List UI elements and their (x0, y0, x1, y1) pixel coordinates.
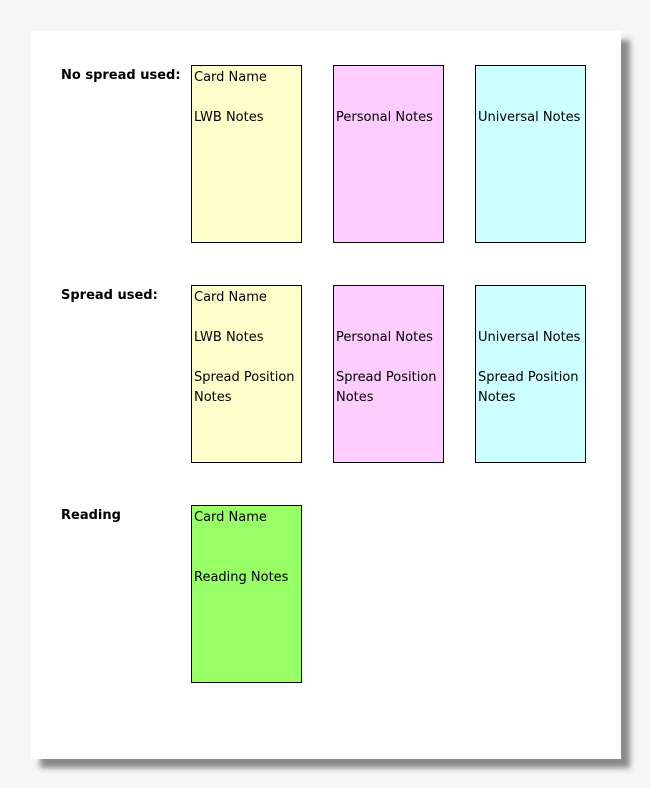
page: No spread used: Card Name LWB Notes Pers… (31, 31, 621, 759)
universal-notes-text: Universal Notes (478, 330, 581, 345)
lwb-notes-text: LWB Notes (194, 330, 264, 345)
card-no-spread-lwb: Card Name LWB Notes (191, 65, 302, 243)
row-label-reading: Reading (61, 508, 121, 523)
row-label-spread: Spread used: (61, 288, 158, 303)
spread-position-notes-text: Spread Position Notes (336, 370, 437, 405)
card-name-text: Card Name (194, 70, 267, 85)
card-name-text: Card Name (194, 290, 267, 305)
reading-notes-text: Reading Notes (194, 570, 289, 585)
universal-notes-text: Universal Notes (478, 110, 581, 125)
spread-position-notes-text: Spread Position Notes (478, 370, 579, 405)
spread-position-notes-text: Spread Position Notes (194, 370, 295, 405)
lwb-notes-text: LWB Notes (194, 110, 264, 125)
personal-notes-text: Personal Notes (336, 110, 433, 125)
card-reading: Card Name Reading Notes (191, 505, 302, 683)
card-no-spread-personal: Personal Notes (333, 65, 444, 243)
card-spread-personal: Personal Notes Spread Position Notes (333, 285, 444, 463)
card-name-text: Card Name (194, 510, 267, 525)
card-no-spread-universal: Universal Notes (475, 65, 586, 243)
card-spread-lwb: Card Name LWB Notes Spread Position Note… (191, 285, 302, 463)
row-label-no-spread: No spread used: (61, 68, 181, 83)
card-spread-universal: Universal Notes Spread Position Notes (475, 285, 586, 463)
personal-notes-text: Personal Notes (336, 330, 433, 345)
